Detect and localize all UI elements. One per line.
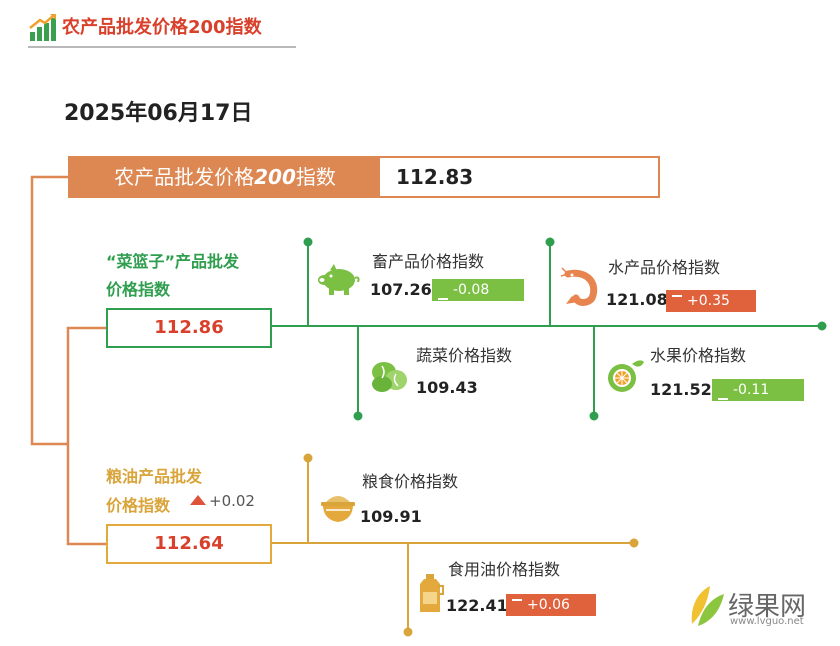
grain-oil-branch-connector — [272, 453, 639, 637]
oil-change-badge: +0.06 — [506, 594, 596, 616]
aquatic-change-badge: +0.35 — [666, 290, 756, 312]
aquatic-change: +0.35 — [687, 293, 730, 309]
pig-icon — [318, 264, 360, 295]
report-date: 2025年06月17日 — [64, 101, 253, 126]
basket-group-label: “菜篮子”产品批发 价格指数 — [106, 248, 239, 304]
basket-group-label-line1: “菜篮子”产品批发 — [106, 252, 240, 271]
grain-oil-group-value: 112.64 — [106, 524, 272, 564]
watermark-url: www.lvguo.net — [730, 616, 804, 627]
grain-index-value: 109.91 — [360, 507, 422, 526]
grain-oil-group-label: 粮油产品批发 价格指数 — [106, 462, 202, 520]
aquatic-index-label: 水产品价格指数 — [608, 258, 721, 277]
up-marker-icon — [672, 295, 682, 297]
triangle-up-icon — [190, 495, 206, 505]
livestock-change: -0.08 — [453, 282, 490, 298]
basket-branch-connector — [272, 237, 827, 421]
fruit-icon — [608, 360, 644, 392]
livestock-index-value: 107.26 — [370, 280, 432, 299]
shrimp-icon — [560, 267, 598, 306]
up-marker-icon — [512, 599, 522, 601]
title-underline — [28, 46, 296, 48]
leaf-logo-icon — [691, 586, 724, 626]
oil-bottle-icon — [420, 574, 444, 612]
watermark-name: 绿果网 — [728, 592, 807, 622]
fruit-index-label: 水果价格指数 — [650, 346, 747, 365]
main-index-label-prefix: 农产品批发价格 — [114, 165, 255, 189]
vegetable-icon — [372, 362, 407, 392]
main-index-label-suffix: 指数 — [295, 165, 336, 189]
main-index-label-number: 200 — [254, 165, 296, 189]
basket-group-label-line2: 价格指数 — [106, 280, 171, 299]
livestock-index-label: 畜产品价格指数 — [372, 252, 485, 271]
main-index-bar: 农产品批发价格200指数 112.83 — [68, 156, 660, 198]
oil-index-value: 122.41 — [446, 596, 508, 615]
down-marker-icon — [718, 398, 728, 400]
aquatic-index-value: 121.08 — [606, 290, 668, 309]
oil-index-label: 食用油价格指数 — [448, 560, 561, 579]
vegetable-index-label: 蔬菜价格指数 — [416, 346, 513, 365]
main-index-value: 112.83 — [396, 165, 474, 189]
fruit-index-value: 121.52 — [650, 380, 712, 399]
bar-chart-growth-icon — [29, 14, 56, 41]
main-index-label: 农产品批发价格200指数 — [70, 158, 380, 196]
grain-oil-group-label-line2: 价格指数 — [106, 496, 171, 515]
fruit-change-badge: -0.11 — [712, 379, 804, 401]
grain-oil-group-change: +0.02 — [190, 492, 255, 510]
grain-bowl-icon — [321, 496, 355, 522]
page-title: 农产品批发价格200指数 — [62, 17, 262, 38]
fruit-change: -0.11 — [733, 382, 770, 398]
grain-oil-group-label-line1: 粮油产品批发 — [106, 467, 203, 486]
vegetable-index-value: 109.43 — [416, 378, 478, 397]
grain-oil-group-change-value: +0.02 — [209, 492, 255, 510]
grain-index-label: 粮食价格指数 — [362, 472, 459, 491]
down-marker-icon — [438, 298, 448, 300]
main-trunk-connector — [30, 175, 106, 546]
livestock-change-badge: -0.08 — [432, 279, 524, 301]
basket-group-value: 112.86 — [106, 308, 272, 348]
oil-change: +0.06 — [527, 597, 570, 613]
